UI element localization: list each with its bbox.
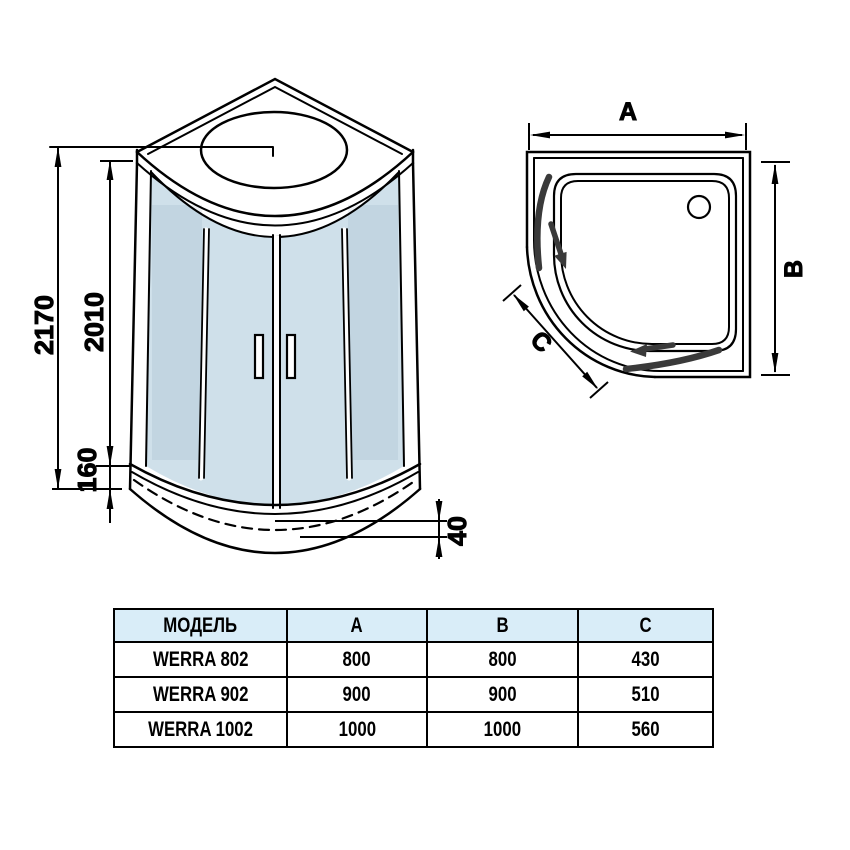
dim-a-lines [528,123,747,150]
tray-rim-curve [131,471,419,515]
door-motion-arrow-down [548,221,567,269]
dim-depth-label: B [780,260,808,278]
column-header-model: МОДЕЛЬ [113,608,288,643]
door-motion-arrow-left [630,342,676,357]
tray-rim-inner [559,180,730,345]
roof-inner-line [147,85,403,155]
value-cell-a: 1000 [286,711,428,748]
dim-total-height-label: 2170 [29,295,59,355]
dim-c-lines [502,284,609,399]
value-cell-c: 430 [577,641,714,678]
dim-width-label: A [619,98,637,126]
value-cell-a: 800 [286,641,428,678]
enclosure-outline [525,150,752,379]
dim-tray-height-label: 160 [72,448,102,493]
sliding-door-segment-top [534,173,553,272]
arrowhead [106,489,114,509]
column-header-a: A [286,608,428,643]
top-view-dimensions: A B C [502,98,809,399]
tray-rim-outer [552,172,738,353]
frame-inner-left [145,170,152,467]
sliding-door-segment-bottom [622,346,723,373]
value-cell-c: 560 [577,711,714,748]
tray-bottom-curve [128,487,422,555]
tray-dashed-curve [132,478,418,531]
roof-band-bottom-curve [136,162,414,227]
arrowhead [54,147,62,167]
value-cell-c: 510 [577,676,714,713]
glass-shade-right [348,205,398,460]
glass-shade-left [152,205,202,460]
frame-inner-right [398,170,405,467]
model-cell: WERRA 1002 [113,711,288,748]
door-handle-right [285,333,297,380]
model-cell: WERRA 902 [113,676,288,713]
dim-b-lines [761,161,790,376]
roof-band-top-curve [135,150,415,218]
arrowhead [54,469,62,489]
tray-top-curve [128,462,422,507]
column-header-b: B [426,608,579,643]
dome-center-leader-line [49,146,274,157]
value-cell-b: 800 [426,641,579,678]
dim-front-label: C [525,326,558,359]
center-door-stile [272,234,281,509]
value-cell-b: 900 [426,676,579,713]
panel-divider-left [198,227,210,481]
top-view [525,150,752,379]
body-edge-left [128,161,139,491]
table-row: WERRA 802 800 800 430 [113,641,714,678]
dim-40-lines [275,499,447,559]
body-edge-right [411,161,422,491]
arrowhead [106,446,114,466]
dim-tray-lip-label: 40 [442,516,472,546]
table-header-row: МОДЕЛЬ A B C [113,608,714,643]
front-view-dimensions: 2170 2010 160 40 [29,147,473,559]
door-handle-left [253,333,265,380]
dim-door-height-label: 2010 [79,292,109,352]
value-cell-a: 900 [286,676,428,713]
front-arc-outer [525,245,657,379]
table-row: WERRA 1002 1000 1000 560 [113,711,714,748]
spec-table: МОДЕЛЬ A B C WERRA 802 800 800 430 WERRA… [113,608,714,748]
value-cell-b: 1000 [426,711,579,748]
arrowhead [106,160,114,180]
column-header-c: C [577,608,714,643]
roof-outline [135,77,415,154]
front-view [49,77,422,555]
panel-divider-right [341,227,353,481]
table-row: WERRA 902 900 900 510 [113,676,714,713]
model-cell: WERRA 802 [113,641,288,678]
drain-circle [686,194,712,220]
